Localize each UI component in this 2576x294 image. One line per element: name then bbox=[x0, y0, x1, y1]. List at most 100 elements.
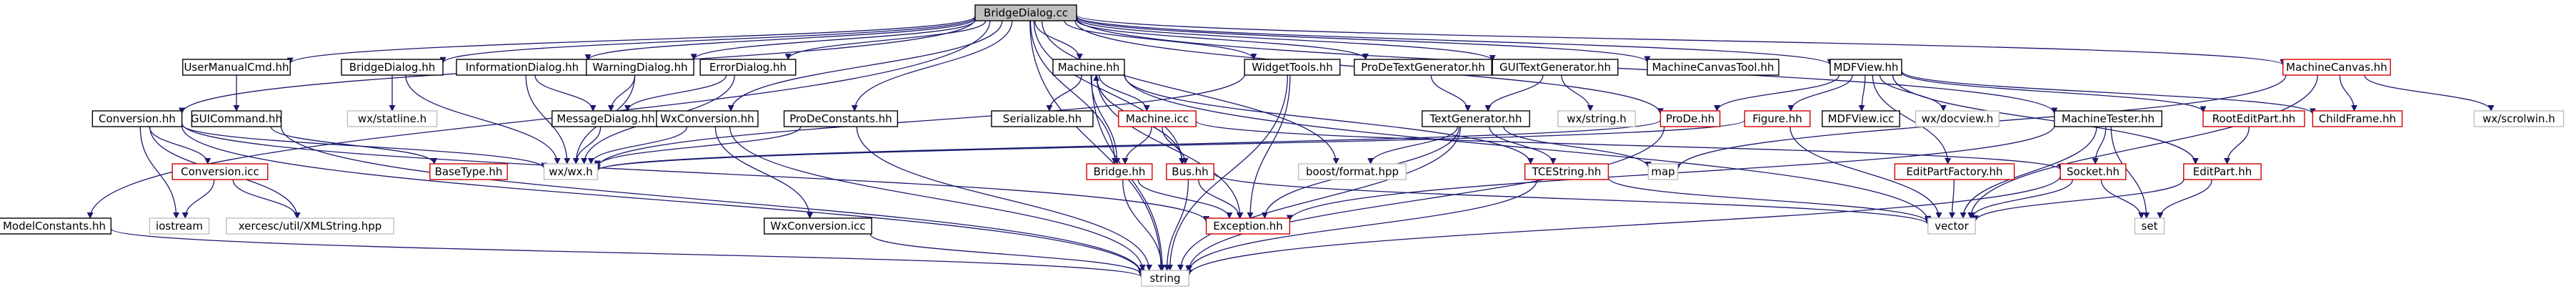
node-wxconversion-hh[interactable]: WxConversion.hh bbox=[656, 110, 759, 127]
node-machinetester-hh[interactable]: MachineTester.hh bbox=[2054, 110, 2162, 127]
node-label: WxConversion.hh bbox=[660, 112, 754, 125]
node-modelconstants-hh[interactable]: ModelConstants.hh bbox=[0, 217, 112, 235]
node-mdfview-icc[interactable]: MDFView.icc bbox=[1822, 110, 1900, 127]
node-box bbox=[764, 217, 872, 235]
node-textgenerator-hh[interactable]: TextGenerator.hh bbox=[1422, 110, 1530, 127]
node-editpart-hh[interactable]: EditPart.hh bbox=[2183, 163, 2262, 180]
node-box bbox=[1244, 59, 1341, 76]
node-label: GUITextGenerator.hh bbox=[1499, 61, 1611, 74]
edge-figure-hh-to-wx-wx-h bbox=[594, 119, 1745, 172]
node-messagedialog-hh[interactable]: MessageDialog.hh bbox=[551, 110, 660, 127]
node-label: set bbox=[2142, 220, 2158, 232]
edge-informationdialog-hh-to-messagedialog-hh bbox=[534, 74, 596, 112]
node-editpartfactory-hh[interactable]: EditPartFactory.hh bbox=[1894, 163, 2015, 180]
node-label: map bbox=[1651, 165, 1674, 178]
node-bridgedialog-hh[interactable]: BridgeDialog.hh bbox=[341, 59, 444, 76]
node-box bbox=[783, 110, 899, 127]
node-errordialog-hh[interactable]: ErrorDialog.hh bbox=[699, 59, 797, 76]
node-mdfview-hh[interactable]: MDFView.hh bbox=[1829, 59, 1902, 76]
node-tcestring-hh[interactable]: TCEString.hh bbox=[1524, 163, 1609, 180]
node-bridge-hh[interactable]: Bridge.hh bbox=[1086, 163, 1153, 180]
node-widgettools-hh[interactable]: WidgetTools.hh bbox=[1244, 59, 1341, 76]
node-warningdialog-hh[interactable]: WarningDialog.hh bbox=[586, 59, 694, 76]
edge-bridgedialog-cc-to-machinecanvastool-hh bbox=[1076, 16, 1651, 63]
node-label: Machine.hh bbox=[1058, 61, 1120, 74]
node-label: Machine.icc bbox=[1126, 112, 1189, 125]
node-box bbox=[1524, 163, 1609, 180]
file-nodes: BridgeDialog.ccConversion.hhModelConstan… bbox=[0, 4, 2565, 287]
node-guicommand-hh[interactable]: GUICommand.hh bbox=[191, 110, 282, 127]
edge-machinetester-hh-to-socket-hh bbox=[2092, 126, 2107, 165]
node-box bbox=[1557, 110, 1636, 127]
edge-widgettools-hh-to-string bbox=[1167, 74, 1289, 271]
edge-mdfview-hh-to-prode-hh bbox=[1714, 74, 1840, 112]
node-prode-hh[interactable]: ProDe.hh bbox=[1659, 110, 1721, 127]
node-basetype-hh[interactable]: BaseType.hh bbox=[429, 163, 508, 180]
node-box bbox=[543, 163, 599, 180]
node-bus-hh[interactable]: Bus.hh bbox=[1166, 163, 1214, 180]
edge-machinecanvas-hh-to-vector bbox=[1967, 74, 2318, 219]
edge-widgettools-hh-to-exception-hh bbox=[1247, 74, 1291, 219]
edge-conversion-hh-to-iostream bbox=[139, 126, 180, 219]
node-serializable-hh[interactable]: Serializable.hh bbox=[991, 110, 1094, 127]
node-childframe-hh[interactable]: ChildFrame.hh bbox=[2312, 110, 2403, 127]
node-informationdialog-hh[interactable]: InformationDialog.hh bbox=[456, 59, 589, 76]
edge-textgenerator-hh-to-string bbox=[1177, 126, 1462, 271]
node-guitextgenerator-hh[interactable]: GUITextGenerator.hh bbox=[1492, 59, 1619, 76]
edge-bridgedialog-cc-to-prodeconstants-hh bbox=[851, 20, 1013, 112]
edge-editpartfactory-hh-to-vector bbox=[1949, 179, 1956, 219]
node-box bbox=[2312, 110, 2403, 127]
node-label: xercesc/util/XMLString.hpp bbox=[239, 220, 382, 232]
node-figure-hh[interactable]: Figure.hh bbox=[1744, 110, 1811, 127]
edge-textgenerator-hh-to-boost-format-hpp bbox=[1367, 126, 1458, 165]
edge-bridgedialog-cc-to-bridge-hh bbox=[1029, 20, 1119, 165]
node-machinecanvastool-hh[interactable]: MachineCanvasTool.hh bbox=[1647, 59, 1779, 76]
edge-machinetester-hh-to-set bbox=[2110, 126, 2150, 219]
node-label: WidgetTools.hh bbox=[1252, 61, 1333, 74]
node-wxconversion-icc[interactable]: WxConversion.icc bbox=[764, 217, 872, 235]
node-exception-hh[interactable]: Exception.hh bbox=[1205, 217, 1291, 235]
node-label: MachineTester.hh bbox=[2062, 112, 2155, 125]
edge-bridge-hh-to-string bbox=[1122, 179, 1165, 271]
node-bridgedialog-cc[interactable]: BridgeDialog.cc bbox=[974, 4, 1077, 21]
edge-machinecanvas-hh-to-childframe-hh bbox=[2339, 74, 2358, 112]
node-prodetextgenerator-hh[interactable]: ProDeTextGenerator.hh bbox=[1354, 59, 1492, 76]
node-usermanualcmd-hh[interactable]: UserManualCmd.hh bbox=[182, 59, 291, 76]
node-label: WarningDialog.hh bbox=[592, 61, 687, 74]
node-label: boost/format.hpp bbox=[1306, 165, 1399, 178]
edge-conversion-icc-to-xercesc-util-xmlstring-hpp bbox=[232, 179, 301, 219]
node-prodeconstants-hh[interactable]: ProDeConstants.hh bbox=[783, 110, 899, 127]
node-label: MachineCanvas.hh bbox=[2286, 61, 2387, 74]
node-label: Figure.hh bbox=[1752, 112, 1802, 125]
node-label: TCEString.hh bbox=[1532, 165, 1602, 178]
node-conversion-icc[interactable]: Conversion.icc bbox=[171, 163, 269, 180]
edge-guitextgenerator-hh-to-wx-string-h bbox=[1561, 74, 1594, 112]
node-label: MachineCanvasTool.hh bbox=[1652, 61, 1774, 74]
node-label: wx/statline.h bbox=[358, 112, 426, 125]
node-label: RootEditPart.hh bbox=[2212, 112, 2295, 125]
edge-machine-hh-to-tcestring-hh bbox=[1124, 74, 1534, 165]
node-box bbox=[1927, 217, 1976, 235]
edge-bridgedialog-cc-to-modelconstants-hh bbox=[86, 20, 991, 219]
edge-machine-hh-to-machine-icc bbox=[1099, 74, 1150, 112]
node-machine-icc[interactable]: Machine.icc bbox=[1118, 110, 1197, 127]
edge-bridgedialog-cc-to-warningdialog-hh bbox=[690, 19, 976, 61]
edge-bridgedialog-cc-to-widgettools-hh bbox=[1064, 20, 1257, 60]
node-machinecanvas-hh[interactable]: MachineCanvas.hh bbox=[2282, 59, 2391, 76]
node-box bbox=[1422, 110, 1530, 127]
edge-guicommand-hh-to-string bbox=[280, 126, 1145, 275]
node-machine-hh[interactable]: Machine.hh bbox=[1052, 59, 1125, 76]
node-boost-format-hpp: boost/format.hpp bbox=[1298, 163, 1407, 180]
node-box bbox=[2282, 59, 2391, 76]
edge-wxconversion-hh-to-string bbox=[729, 126, 1146, 271]
edge-mdfview-hh-to-editpartfactory-hh bbox=[1872, 74, 1952, 165]
edge-mdfview-hh-to-rooteditpart-hh bbox=[1901, 72, 2207, 113]
node-socket-hh[interactable]: Socket.hh bbox=[2060, 163, 2127, 180]
node-label: vector bbox=[1935, 220, 1969, 232]
node-label: ProDeTextGenerator.hh bbox=[1361, 61, 1485, 74]
edge-guicommand-hh-to-basetype-hh bbox=[270, 126, 438, 165]
node-rooteditpart-hh[interactable]: RootEditPart.hh bbox=[2202, 110, 2305, 127]
node-label: ErrorDialog.hh bbox=[709, 61, 787, 74]
edge-wxconversion-icc-to-string bbox=[869, 233, 1145, 275]
node-conversion-hh[interactable]: Conversion.hh bbox=[91, 110, 183, 127]
